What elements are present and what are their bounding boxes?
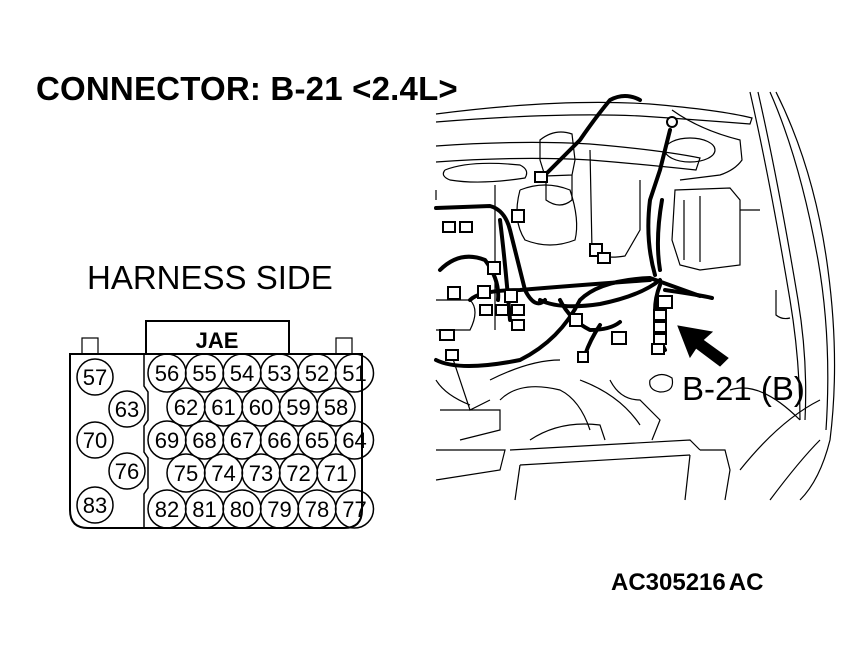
pin-60: 60	[241, 387, 281, 427]
pin-circle	[316, 453, 356, 493]
maker-label: JAE	[196, 328, 239, 353]
connector-divider	[143, 354, 149, 528]
pin-number: 76	[115, 459, 139, 484]
pin-65: 65	[297, 420, 337, 460]
pin-69: 69	[147, 420, 187, 460]
pin-group: 57 63 70 76 83 56 55 54 53 52 51 62 61 60 59 58 69 68 67 66…	[76, 353, 375, 529]
pin-circle	[108, 390, 146, 428]
pin-number: 74	[211, 461, 235, 486]
connector-body	[69, 353, 363, 529]
pin-number: 63	[115, 397, 139, 422]
pin-57: 57	[76, 358, 114, 396]
pin-number: 80	[230, 497, 254, 522]
pin-circle	[316, 387, 356, 427]
pin-74: 74	[203, 453, 244, 493]
pin-64: 64	[334, 420, 375, 460]
pin-67: 67	[222, 420, 262, 460]
pin-number: 77	[342, 497, 366, 522]
pin-77: 77	[334, 489, 375, 529]
pin-circle	[76, 421, 114, 459]
pin-75: 75	[166, 453, 206, 493]
pin-number: 56	[155, 361, 179, 386]
pin-number: 57	[83, 365, 107, 390]
pin-number: 79	[267, 497, 291, 522]
pin-number: 73	[249, 461, 273, 486]
small-connectors	[439, 116, 678, 363]
pin-81: 81	[184, 489, 225, 529]
pin-80: 80	[222, 489, 262, 529]
pin-circle	[108, 452, 146, 490]
figure-code-number: AC305216	[611, 569, 726, 596]
pin-number: 58	[324, 395, 348, 420]
pin-circle	[334, 420, 375, 460]
pin-number: 72	[286, 461, 310, 486]
pin-82: 82	[147, 489, 187, 529]
pin-63: 63	[108, 390, 146, 428]
pin-61: 61	[203, 387, 244, 427]
callout-label-b21: B-21 (B)	[682, 370, 805, 407]
pin-58: 58	[316, 387, 356, 427]
pin-number: 71	[324, 461, 348, 486]
connector-title: CONNECTOR: B-21 <2.4L>	[36, 70, 458, 107]
figure-code-suffix: AC	[728, 569, 764, 596]
pin-circle	[334, 353, 375, 393]
pin-number: 60	[249, 395, 273, 420]
pin-number: 68	[192, 428, 216, 453]
pin-number: 59	[286, 395, 310, 420]
pin-number: 51	[342, 361, 366, 386]
pin-circle	[76, 486, 114, 524]
pin-number: 67	[230, 428, 254, 453]
pin-number: 55	[192, 361, 216, 386]
callout-arrow-icon	[677, 325, 729, 367]
pin-number: 83	[83, 493, 107, 518]
engine-outline-lines	[435, 91, 836, 501]
pin-71: 71	[316, 453, 356, 493]
pin-circle	[76, 358, 114, 396]
pin-number: 70	[83, 428, 107, 453]
pin-number: 62	[174, 395, 198, 420]
pin-number: 52	[305, 361, 329, 386]
pin-66: 66	[259, 420, 300, 460]
pin-number: 78	[305, 497, 329, 522]
pin-circle	[334, 489, 375, 529]
pin-number: 65	[305, 428, 329, 453]
pin-number: 81	[192, 497, 216, 522]
pin-76: 76	[108, 452, 146, 490]
pin-83: 83	[76, 486, 114, 524]
pin-number: 53	[267, 361, 291, 386]
pin-number: 75	[174, 461, 198, 486]
pin-70: 70	[76, 421, 114, 459]
pin-number: 66	[267, 428, 291, 453]
pin-54: 54	[222, 353, 262, 393]
pin-53: 53	[259, 353, 300, 393]
pin-number: 69	[155, 428, 179, 453]
pin-number: 82	[155, 497, 179, 522]
pin-number: 54	[230, 361, 254, 386]
pin-51: 51	[334, 353, 375, 393]
pin-number: 64	[342, 428, 366, 453]
harness-side-label: HARNESS SIDE	[87, 259, 333, 296]
pin-number: 61	[211, 395, 235, 420]
pin-55: 55	[184, 353, 225, 393]
